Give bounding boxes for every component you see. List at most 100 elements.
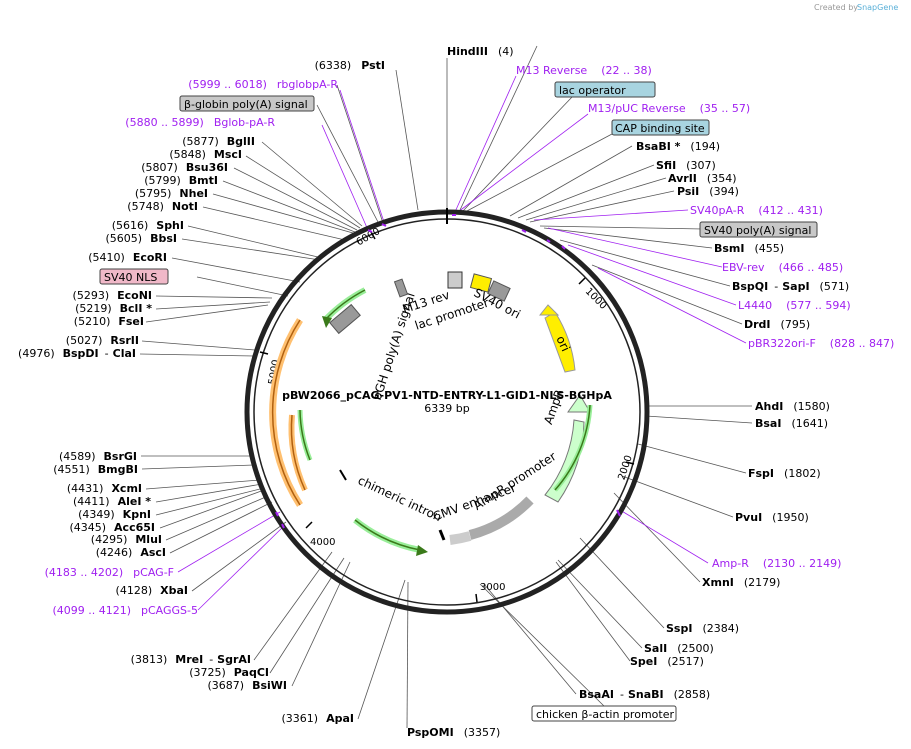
enzyme-pos: (5219) bbox=[75, 302, 112, 315]
enzyme-kpni[interactable]: (4349)KpnI bbox=[78, 508, 151, 521]
svg-text:(5795)NheI: (5795)NheI bbox=[135, 187, 208, 200]
enzyme-bsu36i[interactable]: (5807)Bsu36I bbox=[141, 161, 228, 174]
enzyme-sali[interactable]: SalI(2500) bbox=[644, 642, 714, 655]
boxed-lac-operator[interactable]: lac operator bbox=[554, 81, 656, 98]
boxed-chicken-actin[interactable]: chicken β-actin promoter bbox=[531, 705, 677, 722]
enzyme-drdi[interactable]: DrdI(795) bbox=[744, 318, 810, 331]
svg-text:PvuI(1950): PvuI(1950) bbox=[735, 511, 809, 524]
enzyme-xmni[interactable]: XmnI(2179) bbox=[702, 576, 780, 589]
enzyme-bcli[interactable]: (5219)BclI * bbox=[75, 302, 152, 315]
enzyme-bsrgi[interactable]: (4589)BsrGI bbox=[59, 450, 137, 463]
svg-text:L4440(577 .. 594): L4440(577 .. 594) bbox=[738, 299, 851, 312]
enzyme-name: NheI bbox=[179, 187, 208, 200]
enzyme-asci[interactable]: (4246)AscI bbox=[96, 546, 166, 559]
primer-pcag-f[interactable]: (4183 .. 4202)pCAG-F bbox=[45, 566, 174, 579]
svg-text:M13 Reverse(22 .. 38): M13 Reverse(22 .. 38) bbox=[516, 64, 652, 77]
chimeric-intron-feature[interactable] bbox=[353, 517, 421, 553]
enzyme-bglii[interactable]: (5877)BglII bbox=[182, 135, 255, 148]
enzyme-sspi[interactable]: SspI(2384) bbox=[666, 622, 739, 635]
enzyme-ecori[interactable]: (5410)EcoRI bbox=[88, 251, 167, 264]
primer-marks bbox=[275, 214, 621, 529]
enzyme-msci[interactable]: (5848)MscI bbox=[169, 148, 242, 161]
enzyme-pspomi[interactable]: PspOMI(3357) bbox=[407, 726, 500, 739]
primer-m13-reverse[interactable]: M13 Reverse(22 .. 38) bbox=[516, 64, 652, 77]
enzyme-alei[interactable]: (4411)AleI * bbox=[73, 495, 151, 508]
m13-rev-feature[interactable] bbox=[393, 278, 409, 298]
enzyme-fsei[interactable]: (5210)FseI bbox=[74, 315, 144, 328]
boxed-sv40-polya[interactable]: SV40 poly(A) signal bbox=[699, 221, 818, 238]
primer-name: Amp-R bbox=[712, 557, 749, 570]
orange-feature-outer[interactable] bbox=[269, 318, 303, 507]
enzyme-mlui[interactable]: (4295)MluI bbox=[91, 533, 162, 546]
enzyme-pos: (3361) bbox=[282, 712, 319, 725]
lac-promoter-feature[interactable] bbox=[447, 271, 463, 289]
enzyme-noti[interactable]: (5748)NotI bbox=[127, 200, 198, 213]
enzyme-spei[interactable]: SpeI(2517) bbox=[630, 655, 704, 668]
enzyme-psii[interactable]: PsiI(394) bbox=[677, 185, 739, 198]
enzyme-nhei[interactable]: (5795)NheI bbox=[135, 187, 208, 200]
primer-pcaggs-5[interactable]: (4099 .. 4121)pCAGGS-5 bbox=[52, 604, 198, 617]
enzyme-bspdi-clai[interactable]: (4976)BspDI-ClaI bbox=[18, 347, 136, 360]
ampr-feature[interactable] bbox=[544, 419, 585, 503]
enzyme-paqci[interactable]: (3725)PaqCI bbox=[189, 666, 269, 679]
enzyme-name: PspOMI bbox=[407, 726, 454, 739]
enzyme-bbsi[interactable]: (5605)BbsI bbox=[106, 232, 177, 245]
enzyme-bspqi-sapi[interactable]: BspQI-SapI(571) bbox=[732, 280, 849, 293]
svg-text:BsaBI *(194): BsaBI *(194) bbox=[636, 140, 720, 153]
enzyme-fspi[interactable]: FspI(1802) bbox=[748, 467, 821, 480]
enzyme-apai[interactable]: (3361)ApaI bbox=[282, 712, 354, 725]
enzyme-econi[interactable]: (5293)EcoNI bbox=[73, 289, 152, 302]
primer-range: (5880 .. 5899) bbox=[125, 116, 204, 129]
enzyme-xbai[interactable]: (4128)XbaI bbox=[116, 584, 188, 597]
primer-pbr322ori-f[interactable]: pBR322ori-F(828 .. 847) bbox=[748, 337, 894, 350]
svg-text:(4099 .. 4121)pCAGGS-5: (4099 .. 4121)pCAGGS-5 bbox=[52, 604, 198, 617]
enzyme-pvui[interactable]: PvuI(1950) bbox=[735, 511, 809, 524]
enzyme-mrei-sgrai[interactable]: (3813)MreI-SgrAI bbox=[131, 653, 251, 666]
enzyme-name: SspI bbox=[666, 622, 692, 635]
enzyme-acc65i[interactable]: (4345)Acc65I bbox=[69, 521, 155, 534]
primer-name: M13/pUC Reverse bbox=[588, 102, 686, 115]
boxed-bglobin-polya[interactable]: β-globin poly(A) signal bbox=[179, 95, 315, 112]
enzyme-sphi[interactable]: (5616)SphI bbox=[112, 219, 184, 232]
svg-text:(5616)SphI: (5616)SphI bbox=[112, 219, 184, 232]
enzyme-avrii[interactable]: AvrII(354) bbox=[668, 172, 737, 185]
primer-bglob-pa-r[interactable]: (5880 .. 5899)Bglob-pA-R bbox=[125, 116, 275, 129]
enzyme-sfii[interactable]: SfiI(307) bbox=[656, 159, 716, 172]
enzyme-name: BmgBI bbox=[98, 463, 138, 476]
bglobin-polya-box bbox=[179, 95, 315, 112]
primer-m13-puc-reverse[interactable]: M13/pUC Reverse(35 .. 57) bbox=[588, 102, 750, 115]
sv40-ori-feature[interactable] bbox=[469, 273, 493, 293]
primer-ebv-rev[interactable]: EBV-rev(466 .. 485) bbox=[722, 261, 843, 274]
bgh-polya-feature[interactable] bbox=[329, 303, 361, 335]
primer-amp-r[interactable]: Amp-R(2130 .. 2149) bbox=[712, 557, 841, 570]
enzyme-bsaai-snabi[interactable]: BsaAI-SnaBI(2858) bbox=[579, 688, 710, 701]
enzyme-bsmi[interactable]: BsmI(455) bbox=[714, 242, 784, 255]
sv40-nls-text: SV40 NLS bbox=[104, 271, 157, 284]
cmv-enhancer-feature[interactable] bbox=[449, 531, 472, 545]
enzyme-ahdi[interactable]: AhdI(1580) bbox=[755, 400, 830, 413]
primer-rbglobpa-r[interactable]: (5999 .. 6018)rbglobpA-R bbox=[188, 78, 338, 91]
enzyme-psti[interactable]: (6338)PstI bbox=[315, 59, 385, 72]
enzyme-bmti[interactable]: (5799)BmtI bbox=[144, 174, 218, 187]
enzyme-bmgbi[interactable]: (4551) BmgBI bbox=[53, 463, 138, 476]
ampr-promoter-feature[interactable] bbox=[468, 496, 534, 540]
enzyme-pos: (2517) bbox=[667, 655, 704, 668]
boxed-cap-binding[interactable]: CAP binding site bbox=[611, 119, 710, 136]
enzyme-rsrii[interactable]: (5027)RsrII bbox=[66, 334, 139, 347]
enzyme-bsiwi[interactable]: (3687)BsiWI bbox=[207, 679, 287, 692]
primer-l4440[interactable]: L4440(577 .. 594) bbox=[738, 299, 851, 312]
sv40-polya-feature[interactable] bbox=[487, 280, 511, 302]
enzyme-bsabi[interactable]: BsaBI *(194) bbox=[636, 140, 720, 153]
enzyme-pos: (4551) bbox=[53, 463, 90, 476]
primer-sv40pa-r[interactable]: SV40pA-R(412 .. 431) bbox=[690, 204, 823, 217]
enzyme-bsai[interactable]: BsaI(1641) bbox=[755, 417, 828, 430]
cap-binding-text: CAP binding site bbox=[615, 122, 705, 135]
sv40-polya-box bbox=[699, 221, 818, 238]
boxed-sv40-nls[interactable]: SV40 NLS bbox=[99, 268, 169, 285]
svg-text:BsmI(455): BsmI(455) bbox=[714, 242, 784, 255]
enzyme-hindiii[interactable]: HindIII(4) bbox=[447, 45, 514, 58]
svg-text:(4183 .. 4202)pCAG-F: (4183 .. 4202)pCAG-F bbox=[45, 566, 174, 579]
enzyme-pos: (4128) bbox=[116, 584, 153, 597]
enzyme-xcmi[interactable]: (4431)XcmI bbox=[67, 482, 142, 495]
enzyme-pos: (6338) bbox=[315, 59, 352, 72]
